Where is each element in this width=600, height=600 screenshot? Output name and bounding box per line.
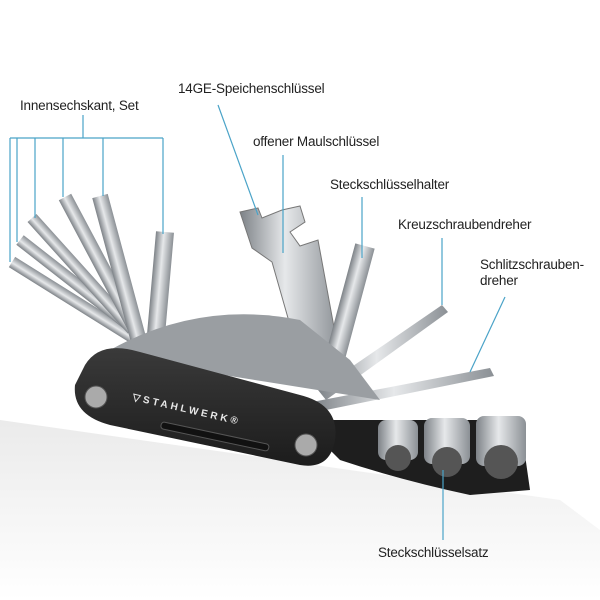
label-socket-set: Steckschlüsselsatz: [378, 545, 489, 560]
label-socket-holder: Steckschlüsselhalter: [330, 177, 450, 192]
label-open-wrench: offener Maulschlüssel: [253, 134, 380, 149]
screw-icon: [294, 433, 318, 457]
label-spoke-wrench: 14GE-Speichenschlüssel: [178, 81, 325, 96]
label-flat-line2: dreher: [480, 273, 518, 288]
flat-screwdriver: [312, 368, 494, 412]
socket-holder-tool: [322, 243, 375, 370]
reflection: [0, 420, 600, 600]
screw-icon: [84, 385, 108, 409]
sockets: [378, 416, 526, 479]
frame: [110, 314, 380, 400]
leader-lines: [9, 104, 506, 540]
label-flat-line1: Schlitzschrauben-: [480, 257, 584, 272]
tool-body: [74, 348, 336, 466]
label-phillips: Kreuzschraubendreher: [398, 217, 532, 232]
body-slot: [160, 421, 270, 452]
wrench-tool: [239, 205, 341, 361]
hex-keys: [8, 193, 174, 358]
label-hex-set: Innensechskant, Set: [20, 98, 139, 113]
